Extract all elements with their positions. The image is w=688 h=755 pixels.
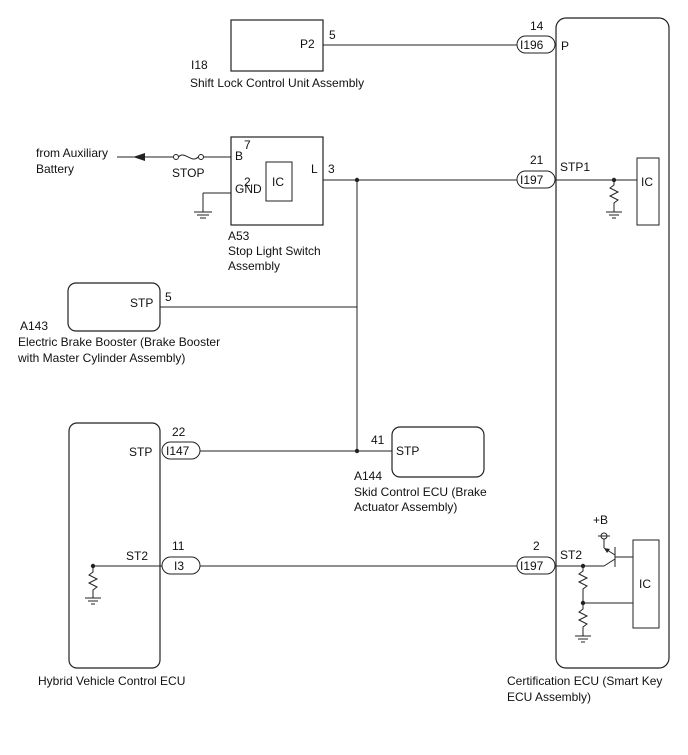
skid-code: A144 bbox=[354, 469, 382, 483]
switch-code: A53 bbox=[228, 229, 250, 243]
cert-pin-p-label: P bbox=[561, 39, 569, 53]
connector-i196-label: I196 bbox=[520, 38, 544, 52]
cert-pin-st2-number: 2 bbox=[533, 539, 540, 553]
brake-booster-name-line1: Electric Brake Booster (Brake Booster bbox=[18, 335, 220, 349]
brake-booster-name-line2: with Master Cylinder Assembly) bbox=[17, 351, 185, 365]
skid-name-line1: Skid Control ECU (Brake bbox=[354, 485, 487, 499]
supply-label: +B bbox=[593, 513, 608, 527]
cert-pin-stp1-label: STP1 bbox=[560, 160, 590, 174]
switch-name-line1: Stop Light Switch bbox=[228, 244, 321, 258]
brake-booster-pin-number: 5 bbox=[165, 290, 172, 304]
switch-pin-gnd-label: GND bbox=[235, 182, 262, 196]
connector-i3-label: I3 bbox=[174, 559, 184, 573]
transistor-arrow bbox=[604, 548, 610, 553]
skid-pin-number: 41 bbox=[371, 433, 385, 447]
cert-st2-resistor-2 bbox=[577, 603, 589, 636]
hybrid-st2-resistor bbox=[87, 566, 99, 598]
shift-lock-name: Shift Lock Control Unit Assembly bbox=[190, 76, 364, 90]
hybrid-pin-st2-number: 11 bbox=[172, 539, 185, 553]
cert-stp1-resistor bbox=[608, 180, 620, 212]
switch-pin-l-number: 3 bbox=[328, 162, 335, 176]
cert-ic-top-box bbox=[636, 157, 660, 226]
connector-i196 bbox=[516, 35, 556, 54]
connector-i197-st2-label: I197 bbox=[520, 559, 544, 573]
hybrid-pin-st2-label: ST2 bbox=[126, 549, 148, 563]
connector-i147-label: I147 bbox=[166, 444, 190, 458]
fuse-right-terminal bbox=[198, 154, 204, 160]
shift-lock-pin-number: 5 bbox=[329, 28, 336, 42]
cert-ecu-name-line2: ECU Assembly) bbox=[507, 690, 591, 704]
shift-lock-pin-label: P2 bbox=[300, 37, 315, 51]
cert-ic-top-label: IC bbox=[641, 175, 653, 189]
cert-pin-st2-label: ST2 bbox=[560, 548, 582, 562]
cert-ic-bottom-box bbox=[632, 539, 660, 629]
cert-ecu-name-line1: Certification ECU (Smart Key bbox=[507, 674, 662, 688]
connector-i197-stp1-label: I197 bbox=[520, 173, 544, 187]
skid-control-box bbox=[391, 426, 485, 478]
fuse-element bbox=[178, 154, 199, 160]
fuse-left-terminal bbox=[173, 154, 179, 160]
aux-arrow-head bbox=[133, 153, 145, 161]
hybrid-pin-stp-number: 22 bbox=[172, 425, 186, 439]
skid-pin-label: STP bbox=[396, 444, 419, 458]
aux-source-line2: Battery bbox=[36, 162, 74, 176]
cert-ic-bottom-label: IC bbox=[639, 577, 651, 591]
hybrid-pin-stp-label: STP bbox=[129, 445, 152, 459]
switch-name-line2: Assembly bbox=[228, 259, 280, 273]
hybrid-ecu-name: Hybrid Vehicle Control ECU bbox=[38, 674, 185, 688]
brake-booster-code: A143 bbox=[20, 319, 48, 333]
switch-pin-b-label: B bbox=[235, 149, 243, 163]
cert-pin-p-number: 14 bbox=[530, 19, 544, 33]
switch-ic-label: IC bbox=[272, 175, 284, 189]
switch-pin-gnd-number: 2 bbox=[244, 175, 251, 189]
brake-booster-pin-label: STP bbox=[130, 296, 153, 310]
cert-st2-resistor-1 bbox=[577, 566, 589, 603]
shift-lock-code: I18 bbox=[191, 58, 208, 72]
junction-top bbox=[354, 177, 360, 183]
transistor-collector bbox=[603, 558, 616, 567]
hybrid-ecu-box bbox=[68, 422, 161, 669]
switch-ic-box bbox=[265, 161, 293, 202]
skid-name-line2: Actuator Assembly) bbox=[354, 500, 457, 514]
fuse-label: STOP bbox=[172, 166, 204, 180]
switch-pin-l-label: L bbox=[311, 162, 318, 176]
cert-pin-stp1-number: 21 bbox=[530, 153, 544, 167]
shift-lock-unit-box bbox=[230, 19, 324, 72]
switch-pin-b-number: 7 bbox=[244, 138, 251, 152]
aux-source-line1: from Auxiliary bbox=[36, 146, 108, 160]
